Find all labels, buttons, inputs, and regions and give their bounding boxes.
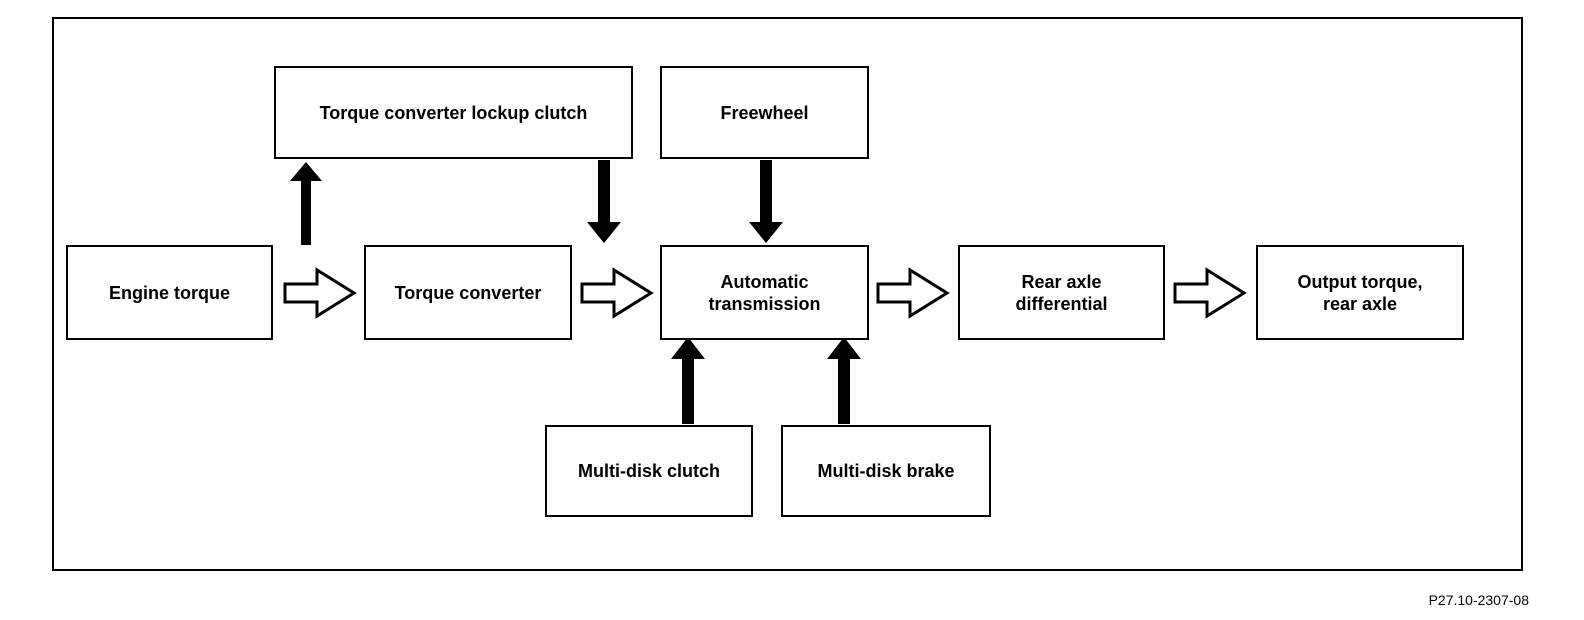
- torque-converter-label: Torque converter: [394, 282, 542, 303]
- solid-arrow-engine-to-lockup: [290, 162, 322, 245]
- rear-axle-label-line2: differential: [1015, 293, 1108, 314]
- solid-arrow-clutch-to-transmission: [671, 337, 705, 424]
- automatic-transmission-label-line2: transmission: [708, 293, 821, 314]
- torque-converter-box: Torque converter: [364, 245, 572, 340]
- engine-torque-box: Engine torque: [66, 245, 273, 340]
- lockup-clutch-box: Torque converter lockup clutch: [274, 66, 633, 159]
- flow-arrow-transmission-to-differential: [876, 267, 950, 319]
- flow-arrow-engine-to-converter: [283, 267, 357, 319]
- diagram-frame: [52, 17, 1523, 571]
- output-torque-label-line1: Output torque,: [1297, 271, 1423, 292]
- solid-arrow-freewheel-to-transmission: [749, 160, 783, 243]
- lockup-clutch-label: Torque converter lockup clutch: [319, 102, 588, 123]
- multi-disk-brake-box: Multi-disk brake: [781, 425, 991, 517]
- multi-disk-clutch-box: Multi-disk clutch: [545, 425, 753, 517]
- engine-torque-label: Engine torque: [109, 282, 230, 303]
- multi-disk-brake-label: Multi-disk brake: [817, 461, 955, 481]
- output-torque-label-line2: rear axle: [1322, 293, 1398, 314]
- output-torque-box: Output torque, rear axle: [1256, 245, 1464, 340]
- freewheel-box: Freewheel: [660, 66, 869, 159]
- multi-disk-clutch-label: Multi-disk clutch: [577, 461, 720, 481]
- flow-arrow-differential-to-output: [1173, 267, 1247, 319]
- freewheel-label: Freewheel: [720, 102, 809, 123]
- flow-arrow-converter-to-transmission: [580, 267, 654, 319]
- automatic-transmission-box: Automatic transmission: [660, 245, 869, 340]
- rear-axle-label-line1: Rear axle: [1021, 271, 1102, 292]
- rear-axle-differential-box: Rear axle differential: [958, 245, 1165, 340]
- solid-arrow-lockup-to-converter: [587, 160, 621, 243]
- figure-code: P27.10-2307-08: [1428, 592, 1529, 608]
- solid-arrow-brake-to-transmission: [827, 337, 861, 424]
- automatic-transmission-label-line1: Automatic: [720, 271, 809, 292]
